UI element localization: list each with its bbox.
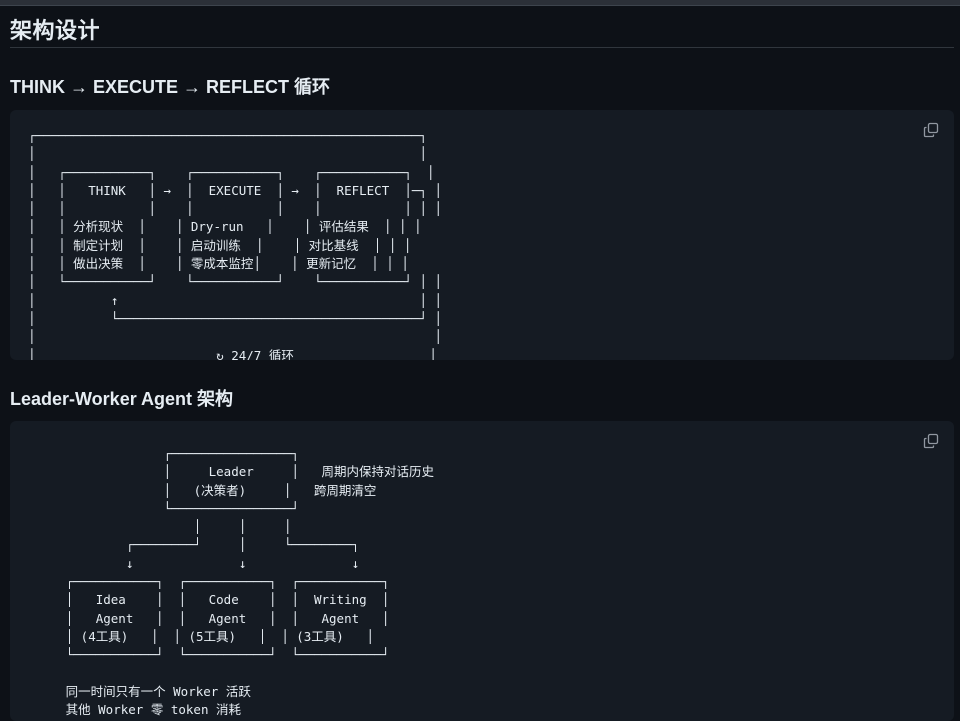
copy-icon[interactable]: [923, 433, 939, 449]
page-title: 架构设计: [10, 18, 101, 43]
top-divider: [0, 0, 960, 6]
title-divider: [10, 47, 954, 48]
code-block-leader-worker-diagram: ┌────────────────┐ │ Leader │ 周期内保持对话历史 …: [10, 421, 954, 721]
section-heading-loop: THINK → EXECUTE → REFLECT 循环: [10, 77, 331, 97]
section-heading-leader-worker: Leader-Worker Agent 架构: [10, 389, 234, 409]
copy-icon[interactable]: [923, 122, 939, 138]
code-block-loop-diagram: ┌───────────────────────────────────────…: [10, 110, 954, 360]
